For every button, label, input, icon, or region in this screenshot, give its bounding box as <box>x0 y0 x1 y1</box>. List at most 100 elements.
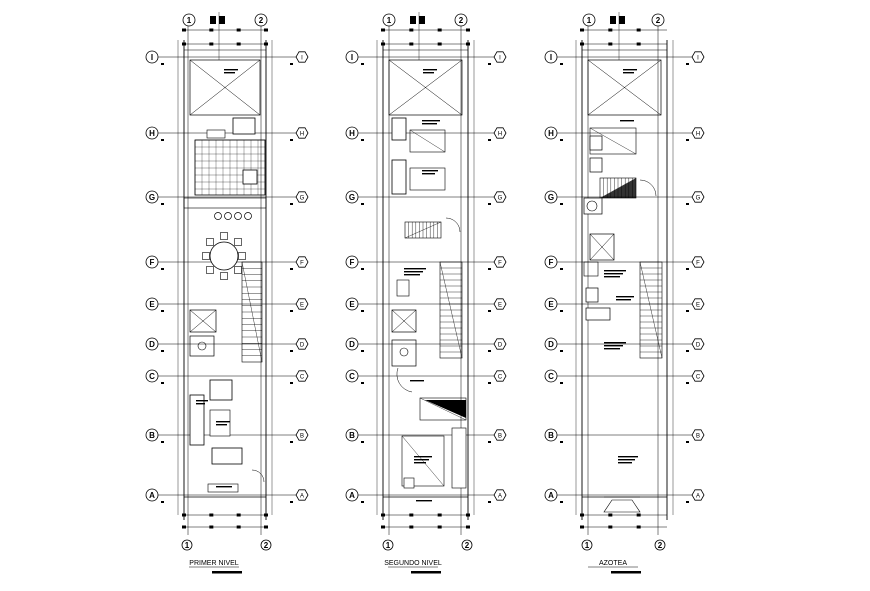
dimension-tick <box>409 28 414 32</box>
dimension-tick <box>437 42 442 46</box>
dimension-tick <box>236 28 241 32</box>
axis-label: B <box>548 431 554 440</box>
axis-label: I <box>499 56 501 62</box>
axis-marker <box>290 203 293 205</box>
bed-lower <box>409 167 446 191</box>
dimension-tick <box>466 513 470 517</box>
title-bar <box>411 571 441 574</box>
axis-bubble-circle <box>544 126 558 140</box>
axis-label: 2 <box>465 541 470 550</box>
axis-label: 1 <box>585 541 590 550</box>
room-label-text <box>216 424 227 426</box>
axis-label: H <box>300 132 304 138</box>
column-axis-bottom-2: 2 <box>654 539 666 551</box>
stair-diagonal <box>404 221 442 239</box>
void-diagonal <box>189 59 261 116</box>
axis-label: H <box>498 132 502 138</box>
axis-marker <box>361 382 364 384</box>
room-label-text <box>404 268 426 270</box>
column-axis-top-1: 1 <box>582 13 596 27</box>
wall-band <box>183 197 267 209</box>
axis-label: F <box>300 261 304 267</box>
room-label-text <box>410 380 424 382</box>
toilet <box>399 347 409 357</box>
stair-upper <box>404 221 442 239</box>
axis-marker <box>219 16 225 24</box>
room-label-text <box>618 459 635 461</box>
stair-diagonal <box>439 261 463 359</box>
dimension-tick <box>580 42 584 46</box>
row-axis-right-D: D <box>493 338 507 350</box>
axis-label: F <box>350 258 355 267</box>
axis-marker <box>290 350 293 352</box>
stair-shading <box>600 178 636 198</box>
axis-hex <box>691 127 705 139</box>
row-axis-left-D: D <box>345 337 359 351</box>
room-label-text <box>216 486 232 488</box>
axis-bubble-circle <box>345 255 359 269</box>
axis-bubble-circle <box>145 369 159 383</box>
axis-bubble-circle <box>582 13 596 27</box>
axis-marker <box>488 139 491 141</box>
room-label-text <box>422 120 440 122</box>
axis-bubble-circle <box>544 369 558 383</box>
coffee-table <box>209 409 231 437</box>
axis-label: I <box>301 56 303 62</box>
dimension-tick <box>236 525 241 529</box>
axis-bubble-circle <box>345 428 359 442</box>
door-swing <box>396 367 413 393</box>
axis-label: H <box>149 129 155 138</box>
axis-marker <box>488 203 491 205</box>
toilet <box>197 341 207 351</box>
axis-label: F <box>150 258 155 267</box>
axis-hex <box>295 489 309 501</box>
axis-label: G <box>498 196 503 202</box>
dimension-tick <box>437 28 442 32</box>
axis-bubble-circle <box>181 539 193 551</box>
stair-diagonal <box>639 261 663 359</box>
axis-label: F <box>498 261 502 267</box>
dimension-tick <box>182 513 186 517</box>
room-label-text <box>618 462 632 464</box>
room-label-text <box>623 69 637 71</box>
patio-void <box>189 59 261 116</box>
dining-chair <box>234 238 242 246</box>
row-axis-left-E: E <box>145 297 159 311</box>
stove <box>232 117 256 135</box>
axis-marker <box>686 441 689 443</box>
room-label-text <box>604 348 620 350</box>
entrance-door <box>207 483 239 493</box>
axis-label: H <box>349 129 355 138</box>
row-axis-right-G: G <box>493 191 507 203</box>
axis-bubble-circle <box>454 13 468 27</box>
room-label-text <box>623 72 634 74</box>
axis-label: C <box>498 375 503 381</box>
dimension-tick <box>236 513 241 517</box>
room-label-text <box>620 120 634 122</box>
row-axis-left-I: I <box>544 50 558 64</box>
axis-hex <box>493 370 507 382</box>
row-axis-right-D: D <box>295 338 309 350</box>
row-axis-left-D: D <box>544 337 558 351</box>
axis-bubble-circle <box>581 539 593 551</box>
axis-marker <box>161 441 164 443</box>
plan-primer-nivel-details <box>183 69 267 493</box>
row-axis-left-E: E <box>544 297 558 311</box>
plan-azotea-details <box>583 69 663 513</box>
column-axis-top-2: 2 <box>651 13 665 27</box>
axis-bubble-circle <box>145 50 159 64</box>
row-axis-left-C: C <box>345 369 359 383</box>
axis-bubble-circle <box>345 190 359 204</box>
room-label-text <box>423 69 437 71</box>
axis-label: D <box>696 343 701 349</box>
room-label-text <box>618 456 638 458</box>
row-axis-right-H: H <box>493 127 507 139</box>
row-axis-right-E: E <box>493 298 507 310</box>
axis-hex <box>295 370 309 382</box>
toilet-lower <box>391 159 407 195</box>
room-label-text <box>414 456 432 458</box>
row-axis-right-H: H <box>691 127 705 139</box>
row-axis-left-C: C <box>145 369 159 383</box>
room-label-text <box>423 72 434 74</box>
